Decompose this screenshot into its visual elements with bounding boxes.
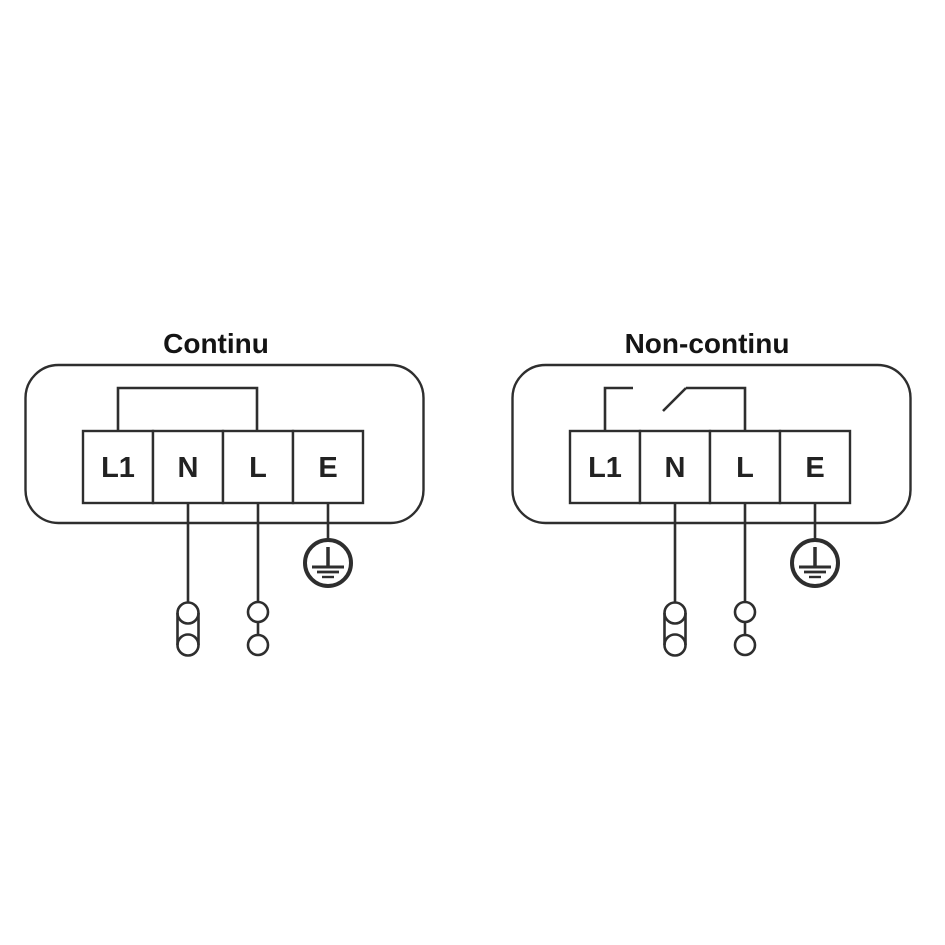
- terminal-box-e: [778, 429, 852, 505]
- terminal-label-l: L: [249, 452, 267, 484]
- switch-return-wire: [686, 386, 747, 431]
- protective-earth-icon: [303, 538, 353, 588]
- live-lead: [733, 503, 757, 657]
- terminal-box-e: [291, 429, 365, 505]
- linked-connector-icon: [663, 601, 687, 657]
- terminal-label-n: N: [178, 452, 199, 484]
- terminal-block: L1 N L E: [81, 429, 365, 505]
- schematic-continu: L1 N L E: [24, 363, 425, 657]
- chain-connector-icon: [733, 600, 757, 657]
- open-switch-link: [603, 386, 747, 431]
- terminal-label-l1: L1: [588, 452, 622, 484]
- diagram-title-continu: Continu: [163, 328, 269, 359]
- protective-earth-icon: [790, 538, 840, 588]
- switch-arm: [662, 387, 687, 412]
- terminal-label-l: L: [736, 452, 754, 484]
- terminal-box-l: [708, 429, 782, 505]
- live-lead: [246, 503, 270, 657]
- chain-connector-icon: [246, 600, 270, 657]
- enclosure-outline: [24, 363, 425, 525]
- terminal-box-n: [638, 429, 712, 505]
- neutral-lead: [176, 503, 200, 657]
- terminal-label-l1: L1: [101, 452, 135, 484]
- terminal-label-n: N: [665, 452, 686, 484]
- terminal-box-l1: [81, 429, 155, 505]
- schematic-noncontinu: L1 N L E: [511, 363, 912, 657]
- terminal-block: L1 N L E: [568, 429, 852, 505]
- terminal-label-e: E: [318, 452, 337, 484]
- enclosure-outline: [511, 363, 912, 525]
- neutral-lead: [663, 503, 687, 657]
- terminal-label-e: E: [805, 452, 824, 484]
- bridge-link-wire: [116, 386, 259, 431]
- earth-lead: [303, 503, 353, 588]
- diagram-title-noncontinu: Non-continu: [624, 328, 790, 359]
- earth-lead: [790, 503, 840, 588]
- switch-fixed-contact-wire: [603, 386, 633, 431]
- linked-connector-icon: [176, 601, 200, 657]
